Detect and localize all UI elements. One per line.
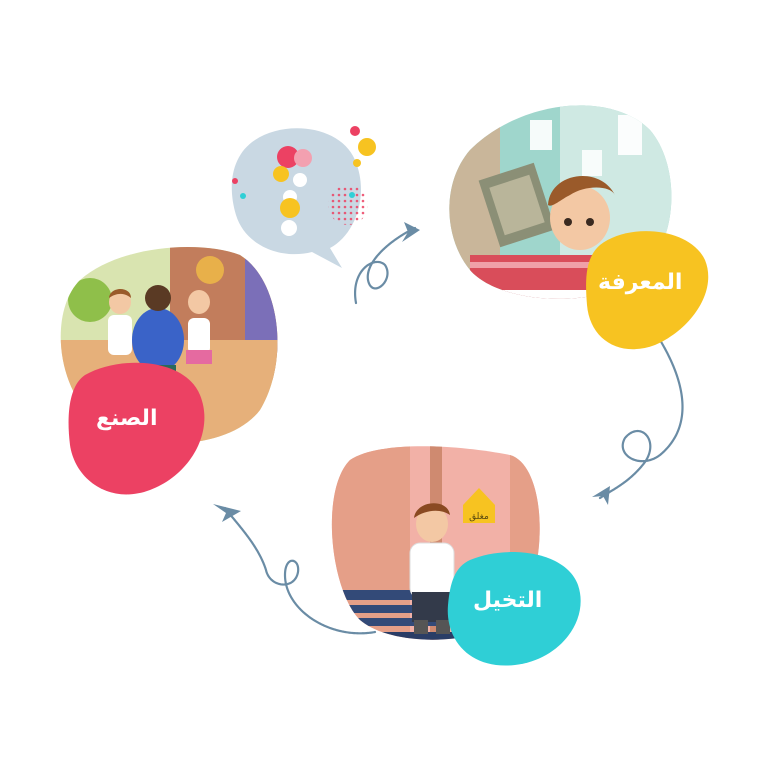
- stage-label-making: الصنع: [96, 406, 158, 431]
- arrowhead-knowledge-icon: [402, 222, 420, 242]
- imagination-illustration: مغلق: [331, 446, 540, 640]
- arrow-making-to-knowledge: [353, 226, 417, 305]
- question-mark-bubble-icon: [231, 126, 376, 268]
- arrowhead-making-icon: [213, 504, 241, 522]
- arrowhead-imagination-icon: [592, 486, 610, 505]
- making-blob: [68, 362, 205, 495]
- arrow-knowledge-to-imagination: [598, 338, 684, 500]
- arrow-imagination-to-making: [223, 506, 377, 635]
- knowledge-blob: [586, 231, 709, 350]
- stage-label-knowledge: المعرفة: [598, 270, 683, 295]
- closed-sign-text: مغلق: [469, 512, 489, 522]
- stage-label-imagination: التخيل: [473, 588, 543, 613]
- imagination-blob: [447, 552, 581, 666]
